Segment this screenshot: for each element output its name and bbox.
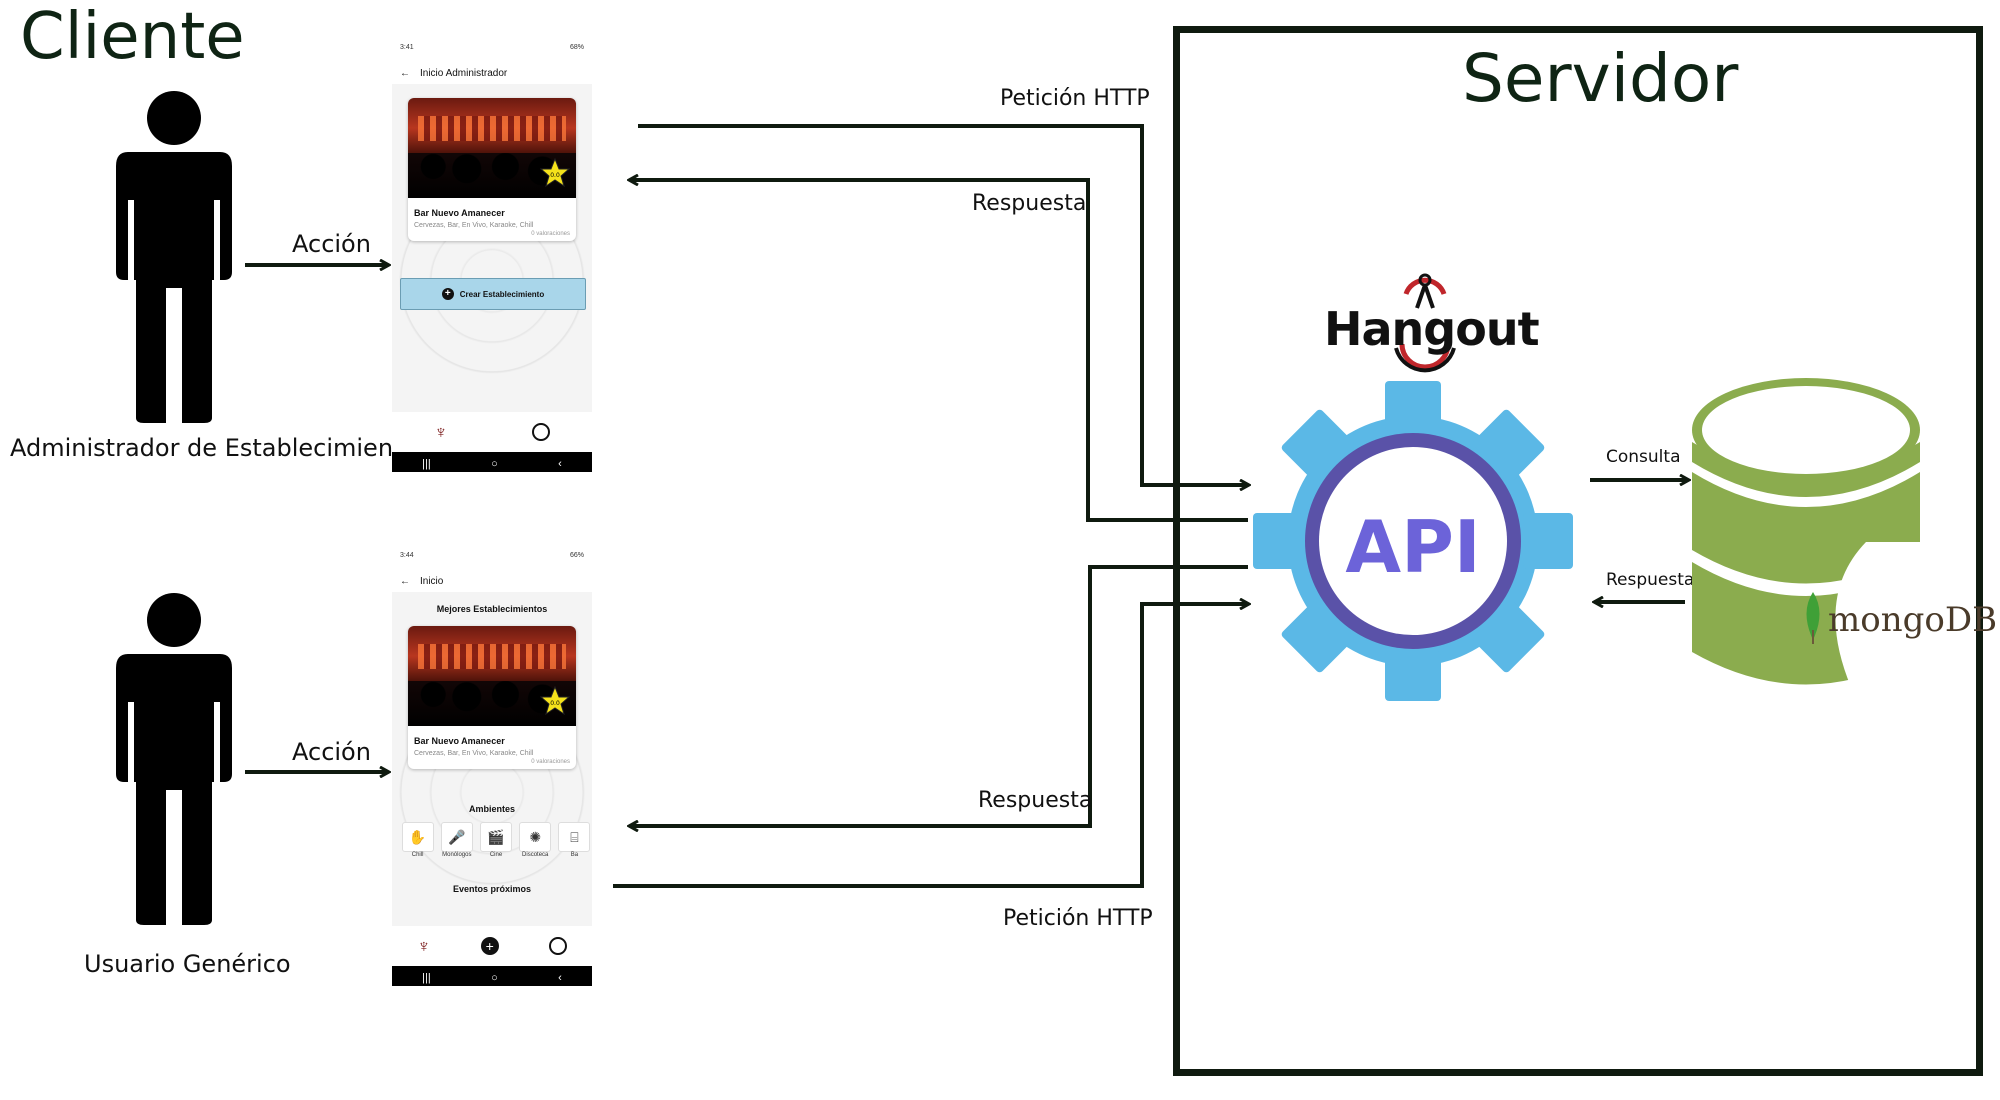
star-icon: 0.0 (540, 686, 570, 716)
client-title: Cliente (20, 0, 245, 74)
system-nav-bar: ||| ○ ‹ (392, 452, 592, 472)
user-phone-mockup: 3:44 66% ← Inicio Mejores Establecimient… (392, 548, 592, 986)
admin-response-label: Respuesta (972, 191, 1087, 216)
events-title: Eventos próximos (452, 884, 532, 894)
establishment-card[interactable]: 0.0 Bar Nuevo Amanecer Cervezas, Bar, En… (408, 98, 576, 241)
database-icon (1692, 378, 1940, 707)
hand-icon: ✋ (401, 822, 434, 852)
card-tags: Cervezas, Bar, En Vivo, Karaoke, Chill (414, 750, 534, 757)
back-arrow-icon[interactable]: ← (400, 575, 410, 587)
admin-response-line (630, 180, 1248, 522)
status-time: 3:44 (400, 552, 414, 559)
phone-status-bar: 3:44 66% (392, 548, 592, 570)
status-time: 3:41 (400, 44, 414, 51)
recents-icon[interactable]: ||| (422, 972, 431, 984)
user-response-line (630, 565, 1248, 826)
api-gear-icon (1253, 381, 1573, 701)
user-action-label: Acción (292, 738, 371, 766)
back-arrow-icon[interactable]: ← (400, 67, 410, 79)
recents-icon[interactable]: ||| (422, 458, 431, 470)
home-circle-icon[interactable]: ○ (491, 458, 498, 470)
user-request-label: Petición HTTP (1003, 906, 1153, 931)
admin-request-label: Petición HTTP (1000, 86, 1150, 111)
admin-person-icon (116, 91, 232, 423)
establishment-photo: 0.0 (408, 626, 576, 726)
establishment-card[interactable]: 0.0 Bar Nuevo Amanecer Cervezas, Bar, En… (408, 626, 576, 769)
ambient-bar[interactable]: ⌸Ba (557, 822, 592, 858)
card-rating-count: 0 valoraciones (531, 231, 570, 237)
ambient-monologos[interactable]: 🎤Monólogos (439, 822, 474, 858)
disco-icon: ✺ (519, 822, 552, 852)
ambients-row: ✋Chill 🎤Monólogos 🎬Cine ✺Discoteca ⌸Ba (400, 822, 592, 858)
mongodb-label: mongoDB (1828, 600, 1998, 640)
bottom-nav: ♆ (392, 412, 592, 452)
establishment-photo: 0.0 (408, 98, 576, 198)
bottom-nav: ♆ + (392, 926, 592, 966)
status-battery: 68% (569, 44, 584, 51)
card-title: Bar Nuevo Amanecer (414, 736, 505, 746)
user-request-line (613, 604, 1248, 888)
phone-status-bar: 3:41 68% (392, 40, 592, 62)
svg-text:0.0: 0.0 (550, 172, 560, 179)
card-tags: Cervezas, Bar, En Vivo, Karaoke, Chill (414, 222, 534, 229)
screen-title: Inicio (420, 575, 444, 587)
add-circle-icon[interactable]: + (480, 937, 499, 955)
user-actor-label: Usuario Genérico (84, 950, 291, 978)
phone-content: Mejores Establecimientos 0.0 Bar Nuevo A… (392, 592, 592, 926)
back-chevron-icon[interactable]: ‹ (558, 458, 562, 470)
system-nav-bar: ||| ○ ‹ (392, 966, 592, 986)
user-person-icon (116, 593, 232, 925)
microphone-icon: 🎤 (440, 822, 473, 852)
bar-icon: ⌸ (558, 822, 591, 852)
create-button-label: Crear Establecimiento (459, 289, 545, 299)
card-rating-count: 0 valoraciones (531, 759, 570, 765)
admin-request-line (638, 124, 1248, 485)
phone-content: 0.0 Bar Nuevo Amanecer Cervezas, Bar, En… (392, 84, 592, 412)
ambient-cine[interactable]: 🎬Cine (478, 822, 513, 858)
admin-actor-label: Administrador de Establecimiento (10, 434, 418, 462)
hangout-logo: Hangout (1320, 272, 1540, 382)
ambients-title: Ambientes (468, 804, 515, 814)
server-title: Servidor (1462, 40, 1739, 117)
screen-title: Inicio Administrador (420, 67, 508, 79)
user-response-label: Respuesta (978, 788, 1093, 813)
back-chevron-icon[interactable]: ‹ (558, 972, 562, 984)
ambient-chill[interactable]: ✋Chill (400, 822, 435, 858)
hangout-wordmark: Hangout (1324, 302, 1540, 356)
ambient-discoteca[interactable]: ✺Discoteca (518, 822, 553, 858)
admin-phone-mockup: 3:41 68% ← Inicio Administrador 0.0 Bar … (392, 40, 592, 472)
hangout-logo-icon (1394, 273, 1456, 373)
star-icon: 0.0 (540, 158, 570, 188)
home-logo-icon[interactable]: ♆ (434, 421, 448, 442)
plus-circle-icon: + (441, 288, 454, 300)
svg-text:0.0: 0.0 (550, 700, 560, 707)
phone-topbar: ← Inicio Administrador (392, 62, 592, 84)
status-battery: 66% (569, 552, 584, 559)
admin-action-label: Acción (292, 230, 371, 258)
home-circle-icon[interactable]: ○ (491, 972, 498, 984)
best-establishments-title: Mejores Establecimientos (436, 604, 548, 614)
query-label: Consulta (1606, 447, 1681, 467)
card-title: Bar Nuevo Amanecer (414, 208, 505, 218)
api-label: API (1345, 505, 1481, 589)
mongodb-leaf-icon (1806, 592, 1820, 644)
profile-icon[interactable] (548, 937, 567, 955)
db-response-label: Respuesta (1606, 570, 1695, 590)
profile-icon[interactable] (531, 423, 550, 441)
clapperboard-icon: 🎬 (480, 822, 512, 852)
home-logo-icon[interactable]: ♆ (417, 935, 431, 956)
server-container (1173, 26, 1983, 1076)
phone-topbar: ← Inicio (392, 570, 592, 592)
create-establishment-button[interactable]: + Crear Establecimiento (400, 278, 586, 310)
